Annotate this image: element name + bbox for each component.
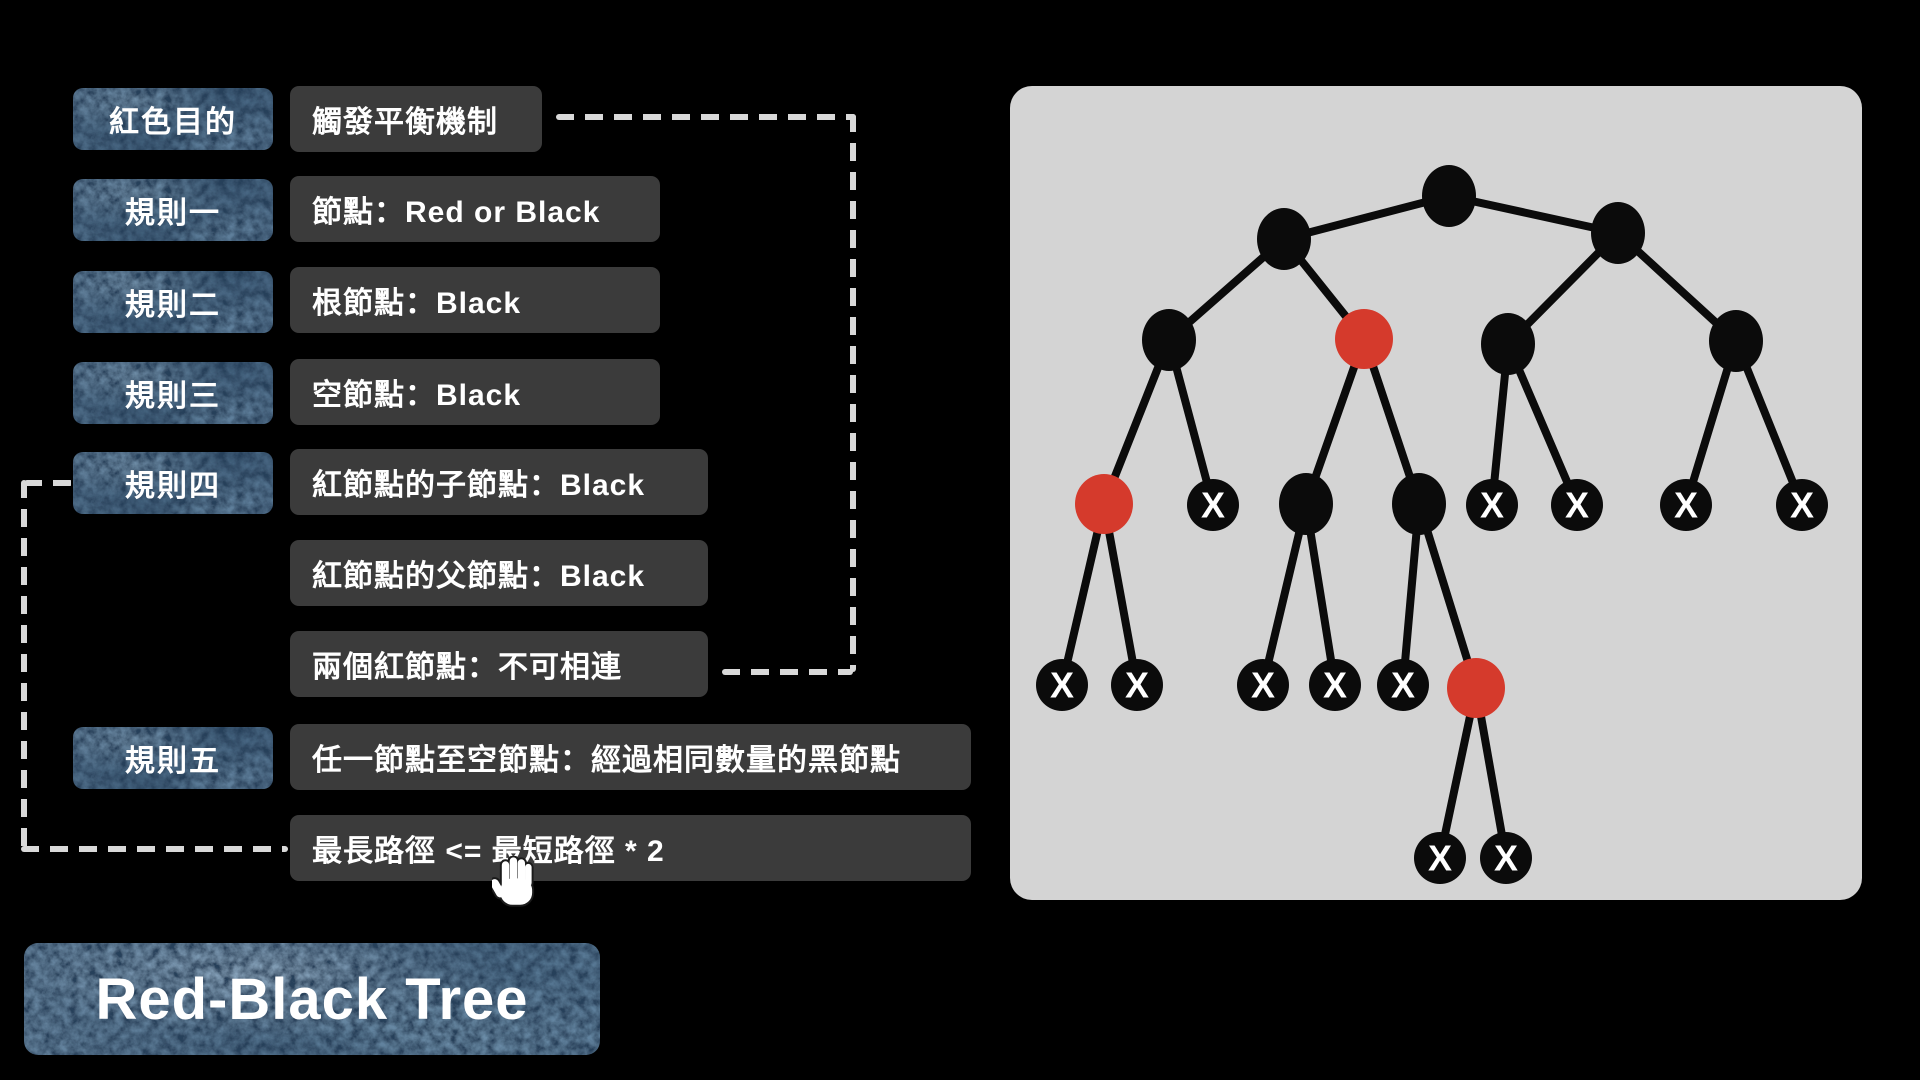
nil-x-glyph: X xyxy=(1565,485,1589,526)
rule-box-text: 任一節點至空節點：經過相同數量的黑節點 xyxy=(312,744,901,777)
tree-black-node-lrr xyxy=(1392,473,1446,535)
tree-black-node-l xyxy=(1257,208,1311,270)
tree-edge xyxy=(1100,500,1141,689)
dash-connector-bottom-horizontal xyxy=(21,846,288,852)
badge-label: 紅色目的 xyxy=(109,106,237,139)
nil-x-glyph: X xyxy=(1494,838,1518,879)
tree-edge xyxy=(1280,192,1453,243)
dash-connector-top-horizontal xyxy=(556,114,856,120)
dash-connector-right-vertical xyxy=(850,114,856,672)
tree-edge xyxy=(1415,500,1480,692)
badge-texture xyxy=(73,727,273,789)
rule-box-nil-black[interactable]: 空節點：Black xyxy=(290,359,660,425)
dash-connector-rule4-stub xyxy=(24,480,73,486)
nil-x-glyph: X xyxy=(1391,665,1415,706)
nil-x-glyph: X xyxy=(1480,485,1504,526)
rule-box-root-black[interactable]: 根節點：Black xyxy=(290,267,660,333)
tree-edge xyxy=(1058,500,1108,689)
tree-nil-node-lllr xyxy=(1111,659,1163,711)
badge-rule-2[interactable]: 規則二 xyxy=(73,271,273,333)
rule-box-longest-path[interactable]: 最長路徑 <= 最短路徑 * 2 xyxy=(290,815,971,881)
badge-texture xyxy=(73,362,273,424)
tree-edge xyxy=(1259,500,1310,689)
tree-black-node-r xyxy=(1591,202,1645,264)
tree-nil-node-llr xyxy=(1187,479,1239,531)
rule-box-red-parent-black[interactable]: 紅節點的父節點：Black xyxy=(290,540,708,606)
tree-nil-node-rlr xyxy=(1551,479,1603,531)
rule-box-red-children-black[interactable]: 紅節點的子節點：Black xyxy=(290,449,708,515)
tree-nil-node-rrl xyxy=(1660,479,1712,531)
tree-nil-node-lrrl xyxy=(1377,659,1429,711)
tree-nil-node-l6a xyxy=(1414,832,1466,884)
rule-box-text: 節點：Red or Black xyxy=(312,196,601,229)
badge-label: 規則五 xyxy=(125,745,221,778)
title-texture xyxy=(24,943,600,1055)
tree-red-node-lrrr xyxy=(1447,658,1505,718)
tree-nil-node-lrlr xyxy=(1309,659,1361,711)
rule-box-text: 空節點：Black xyxy=(312,379,522,412)
badge-rule-1[interactable]: 規則一 xyxy=(73,179,273,241)
nil-x-glyph: X xyxy=(1790,485,1814,526)
badge-texture xyxy=(73,452,273,514)
rule-box-text: 紅節點的子節點：Black xyxy=(312,469,646,502)
dash-connector-left-vertical xyxy=(21,480,27,852)
badge-label: 規則一 xyxy=(125,197,221,230)
tree-red-node-lll xyxy=(1075,474,1133,534)
badge-rule-3[interactable]: 規則三 xyxy=(73,362,273,424)
badge-label: 規則四 xyxy=(125,470,221,503)
tree-black-node-rr xyxy=(1709,310,1763,372)
rule-box-equal-black-count[interactable]: 任一節點至空節點：經過相同數量的黑節點 xyxy=(290,724,971,790)
tree-black-node-rl xyxy=(1481,313,1535,375)
badge-texture xyxy=(73,271,273,333)
badge-label: 規則二 xyxy=(125,289,221,322)
badge-texture xyxy=(73,88,273,150)
rule-box-trigger-balance[interactable]: 觸發平衡機制 xyxy=(290,86,542,152)
nil-x-glyph: X xyxy=(1674,485,1698,526)
tree-black-node-ll xyxy=(1142,309,1196,371)
tree-nil-node-rrr xyxy=(1776,479,1828,531)
rule-box-text: 紅節點的父節點：Black xyxy=(312,560,646,593)
dash-connector-mid-horizontal xyxy=(722,669,853,675)
nil-x-glyph: X xyxy=(1125,665,1149,706)
nil-x-glyph: X xyxy=(1251,665,1275,706)
badge-rule-5[interactable]: 規則五 xyxy=(73,727,273,789)
hand-cursor-icon xyxy=(492,856,535,907)
tree-diagram-panel[interactable]: X X X X X X X X X X X X xyxy=(1010,86,1862,900)
tree-black-node-root xyxy=(1422,165,1476,227)
nil-x-glyph: X xyxy=(1050,665,1074,706)
rule-box-text: 觸發平衡機制 xyxy=(312,106,498,139)
red-black-tree-diagram: X X X X X X X X X X X X xyxy=(1036,165,1828,884)
badge-red-purpose[interactable]: 紅色目的 xyxy=(73,88,273,150)
nil-x-glyph: X xyxy=(1201,485,1225,526)
tree-nil-node-llll xyxy=(1036,659,1088,711)
rule-box-node-red-or-black[interactable]: 節點：Red or Black xyxy=(290,176,660,242)
page-title: Red-Black Tree xyxy=(95,966,529,1032)
badge-rule-4[interactable]: 規則四 xyxy=(73,452,273,514)
rule-box-no-adjacent-reds[interactable]: 兩個紅節點：不可相連 xyxy=(290,631,708,697)
rule-box-text: 根節點：Black xyxy=(312,287,522,320)
badge-texture xyxy=(73,179,273,241)
nil-x-glyph: X xyxy=(1428,838,1452,879)
tree-edge xyxy=(1445,192,1622,237)
badge-label: 規則三 xyxy=(125,380,221,413)
title-box[interactable]: Red-Black Tree xyxy=(24,943,600,1055)
tree-nil-node-lrll xyxy=(1237,659,1289,711)
nil-x-glyph: X xyxy=(1323,665,1347,706)
tree-black-node-lrl xyxy=(1279,473,1333,535)
tree-nil-node-l6b xyxy=(1480,832,1532,884)
rule-box-text: 最長路徑 <= 最短路徑 * 2 xyxy=(312,835,665,868)
tree-nil-node-rll xyxy=(1466,479,1518,531)
tree-red-node-lr xyxy=(1335,309,1393,369)
rule-box-text: 兩個紅節點：不可相連 xyxy=(312,651,622,684)
